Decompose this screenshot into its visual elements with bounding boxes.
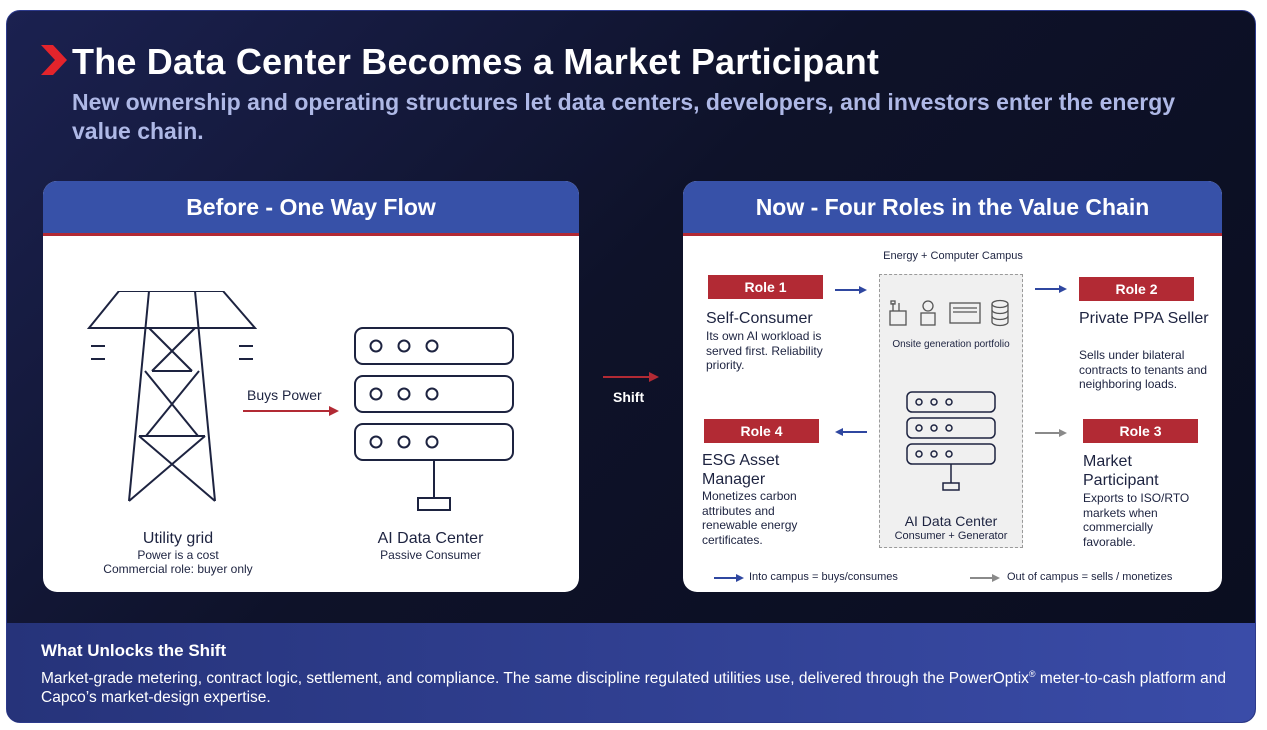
role-2-desc: Sells under bilateral contracts to tenan… — [1079, 348, 1208, 391]
before-panel: Before - One Way Flow Buys Power — [43, 181, 579, 592]
energy-computer-campus: Onsite generation portfolio AI Data Cent… — [879, 274, 1023, 548]
ai-data-center-label: AI Data Center — [377, 530, 484, 547]
now-panel: Now - Four Roles in the Value Chain Ener… — [683, 181, 1222, 592]
role-3-tag: Role 3 — [1083, 419, 1198, 443]
role-4-tag: Role 4 — [704, 419, 819, 443]
role-2-name: Private PPA Seller — [1079, 310, 1209, 327]
role-1-desc: Its own AI workload is served first. Rel… — [706, 329, 823, 372]
solar-panel-icon — [889, 300, 907, 326]
legend-into-label: Into campus = buys/consumes — [749, 571, 898, 583]
buys-power-arrow — [243, 406, 339, 416]
onsite-generation-label: Onsite generation portfolio — [892, 339, 1010, 350]
registered-mark: ® — [1028, 669, 1036, 679]
utility-grid-note-role: Commercial role: buyer only — [103, 562, 253, 576]
footer-text: Market-grade metering, contract logic, s… — [41, 665, 1231, 707]
turbine-icon — [949, 302, 981, 324]
what-unlocks-footer: What Unlocks the Shift Market-grade mete… — [7, 623, 1255, 722]
shift-label: Shift — [613, 389, 645, 405]
campus-label: Energy + Computer Campus — [883, 250, 1023, 262]
role-4-arrow — [835, 428, 867, 436]
campus-server-rack-icon — [906, 391, 996, 491]
shift-arrow — [603, 372, 659, 382]
utility-grid-note-cost: Power is a cost — [137, 548, 219, 562]
utility-grid-label: Utility grid — [142, 530, 214, 547]
role-4-name: ESG Asset Manager — [702, 452, 780, 488]
generation-icons — [889, 299, 1009, 327]
role-3-desc: Exports to ISO/RTO markets when commerci… — [1083, 491, 1190, 549]
legend-out-arrow — [970, 574, 1000, 582]
footer-text-part2: meter-to-cash platform and Capco’s marke… — [41, 670, 1226, 707]
transmission-tower-icon — [87, 291, 257, 502]
server-rack-icon — [354, 327, 514, 511]
footer-title: What Unlocks the Shift — [41, 641, 227, 660]
before-panel-title: Before - One Way Flow — [43, 181, 579, 236]
chevron-right-icon — [41, 45, 67, 75]
role-1-tag: Role 1 — [708, 275, 823, 299]
campus-ai-data-center-label: AI Data Center — [904, 513, 998, 529]
page-subtitle: New ownership and operating structures l… — [72, 89, 1176, 144]
storage-cylinder-icon — [991, 299, 1009, 327]
ai-data-center-note: Passive Consumer — [380, 548, 481, 562]
now-panel-title: Now - Four Roles in the Value Chain — [683, 181, 1222, 236]
role-1-arrow — [835, 286, 867, 294]
footer-text-part1: Market-grade metering, contract logic, s… — [41, 670, 1029, 688]
role-1-name: Self-Consumer — [706, 310, 813, 327]
buys-power-label: Buys Power — [247, 387, 322, 403]
role-4-desc: Monetizes carbon attributes and renewabl… — [702, 489, 798, 547]
role-3-name: Market Participant — [1083, 453, 1159, 489]
role-2-tag: Role 2 — [1079, 277, 1194, 301]
legend-into-arrow — [714, 574, 744, 582]
campus-ai-data-center-note: Consumer + Generator — [894, 530, 1008, 542]
page-title: The Data Center Becomes a Market Partici… — [72, 41, 880, 82]
legend-out-label: Out of campus = sells / monetizes — [1007, 571, 1173, 583]
role-3-arrow — [1035, 429, 1067, 437]
infographic-frame: The Data Center Becomes a Market Partici… — [6, 10, 1256, 723]
battery-icon — [920, 300, 936, 326]
role-2-arrow — [1035, 285, 1067, 293]
